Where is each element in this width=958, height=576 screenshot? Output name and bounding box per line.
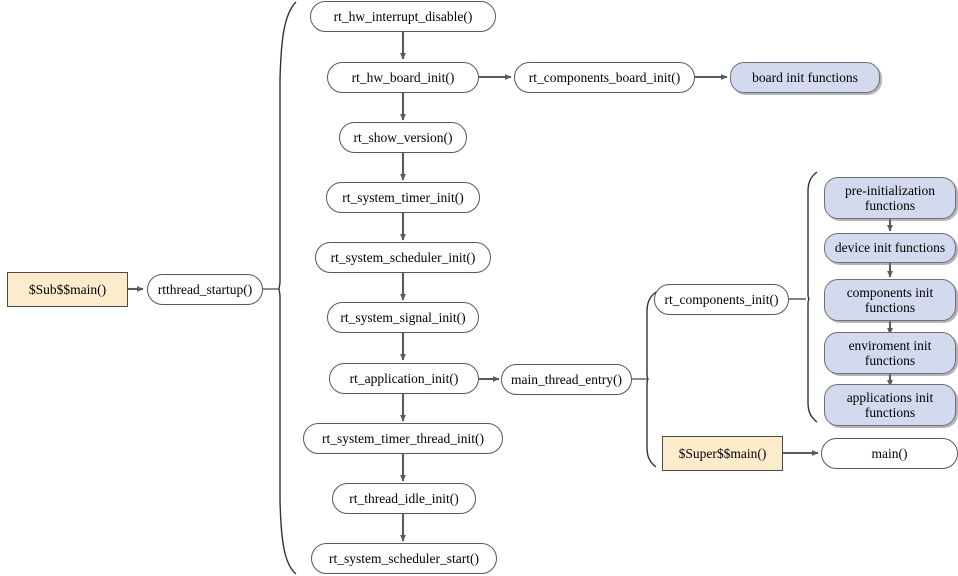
node-applications-init-functions[interactable]: applications init functions <box>824 384 956 426</box>
node-rt-components-init[interactable]: rt_components_init() <box>654 284 789 315</box>
node-rt-thread-idle-init[interactable]: rt_thread_idle_init() <box>332 483 476 514</box>
node-pre-initialization-functions[interactable]: pre-initialization functions <box>824 177 956 219</box>
node-main-thread-entry[interactable]: main_thread_entry() <box>501 364 632 395</box>
node-rt-system-scheduler-start[interactable]: rt_system_scheduler_start() <box>311 543 497 574</box>
node-device-init-functions[interactable]: device init functions <box>824 233 956 263</box>
node-rt-hw-interrupt-disable[interactable]: rt_hw_interrupt_disable() <box>310 1 496 32</box>
node-rtthread-startup[interactable]: rtthread_startup() <box>147 274 263 305</box>
brace-main-chain <box>278 1 297 575</box>
node-rt-hw-board-init[interactable]: rt_hw_board_init() <box>327 62 479 93</box>
node-enviroment-init-functions[interactable]: enviroment init functions <box>824 332 956 374</box>
node-rt-components-board-init[interactable]: rt_components_board_init() <box>514 62 695 93</box>
node-rt-system-timer-thread-init[interactable]: rt_system_timer_thread_init() <box>303 423 503 454</box>
node-sub-main[interactable]: $Sub$$main() <box>7 272 128 307</box>
node-components-init-functions[interactable]: components init functions <box>824 279 956 321</box>
node-rt-system-scheduler-init[interactable]: rt_system_scheduler_init() <box>315 242 491 273</box>
node-rt-show-version[interactable]: rt_show_version() <box>339 122 467 153</box>
node-board-init-functions[interactable]: board init functions <box>730 62 880 93</box>
node-rt-system-timer-init[interactable]: rt_system_timer_init() <box>326 182 480 213</box>
node-rt-application-init[interactable]: rt_application_init() <box>329 363 479 394</box>
node-super-main[interactable]: $Super$$main() <box>662 436 783 471</box>
brace-blue-init-group <box>807 171 818 423</box>
node-rt-system-signal-init[interactable]: rt_system_signal_init() <box>327 302 479 333</box>
brace-main-thread-entry-group <box>646 291 657 468</box>
node-main[interactable]: main() <box>821 438 958 469</box>
